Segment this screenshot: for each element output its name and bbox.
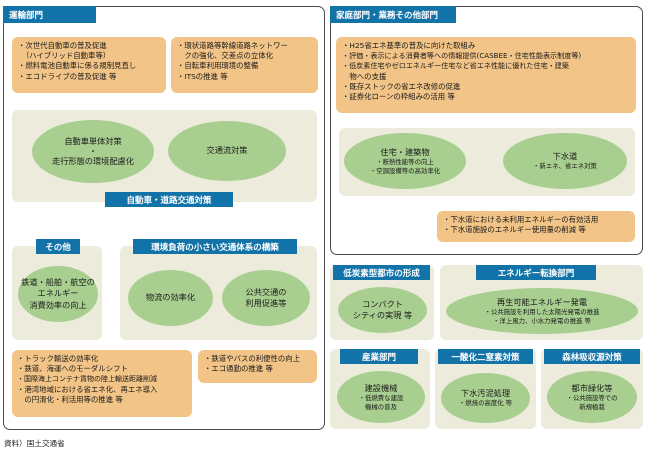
n2o-title: 一酸化二窒素対策 (438, 349, 533, 364)
industry-title: 産業部門 (340, 349, 418, 364)
housing-measures-box: ・H25省エネ基準の普及に向けた取組み ・評価・表示による消費者等への情報提供(… (336, 37, 636, 113)
compact-city-ellipse: コンパクト シティの実現 等 (338, 287, 427, 333)
lowcarbon-title: 低炭素型都市の形成 (333, 265, 430, 280)
road-traffic-label: 自動車・道路交通対策 (105, 192, 233, 207)
housing-building-ellipse: 住宅・建築物 ・断熱性能等の向上 ・空調設備等の高効率化 (344, 133, 466, 189)
efficiency-ellipse: 鉄道・船舶・航空の エネルギー 消費効率の向上 (18, 266, 98, 322)
construction-machine-ellipse: 建設機械 ・低燃費な建設 機械の普及 (337, 371, 425, 423)
public-transit-ellipse: 公共交通の 利用促進等 (222, 270, 310, 326)
logistics-measures-box: ・トラック輸送の効率化 ・鉄道、海運へのモーダルシフト ・国際海上コンテナ貨物の… (12, 350, 192, 417)
source-note: 資料）国土交通省 (4, 439, 65, 448)
household-title: 家庭部門・業務その他部門 (330, 6, 456, 23)
logistics-ellipse: 物流の効率化 (128, 270, 213, 326)
other-label: その他 (36, 239, 80, 254)
renewable-energy-ellipse: 再生可能エネルギー発電 ・公共施設を利用した太陽光発電の推進 ・洋上風力、小水力… (446, 288, 638, 334)
energy-title: エネルギー転換部門 (476, 265, 596, 280)
transport-title: 運輸部門 (3, 6, 96, 23)
public-transit-measures-box: ・鉄道やバスの利便性の向上 ・エコ通勤の推進 等 (198, 350, 317, 383)
traffic-flow-ellipse: 交通流対策 (168, 121, 286, 181)
vehicle-unit-measures-ellipse: 自動車単体対策 ・ 走行形態の環境配慮化 (32, 120, 154, 183)
transport-system-label: 環境負荷の小さい交通体系の構築 (133, 239, 297, 254)
urban-greening-ellipse: 都市緑化等 ・公共施設等での 新規植栽 (547, 371, 637, 423)
sewer-measures-box: ・下水道における未利用エネルギーの有効活用 ・下水道施設のエネルギー使用量の削減… (437, 211, 635, 242)
transport-traffic-measures-box: ・環状道路等幹線道路ネットワー クの強化、交差点の立体化 ・自転車利用環境の整備… (171, 37, 318, 93)
sewer-ellipse: 下水道 ・新エネ、省エネ対策 (503, 133, 627, 189)
transport-vehicle-measures-box: ・次世代自動車の普及促進 （ハイブリッド自動車等） ・燃料電池自動車に係る規制見… (12, 37, 166, 93)
sludge-treatment-ellipse: 下水汚泥処理 ・燃焼の高度化 等 (441, 373, 530, 423)
forest-title: 森林吸収源対策 (544, 349, 640, 364)
